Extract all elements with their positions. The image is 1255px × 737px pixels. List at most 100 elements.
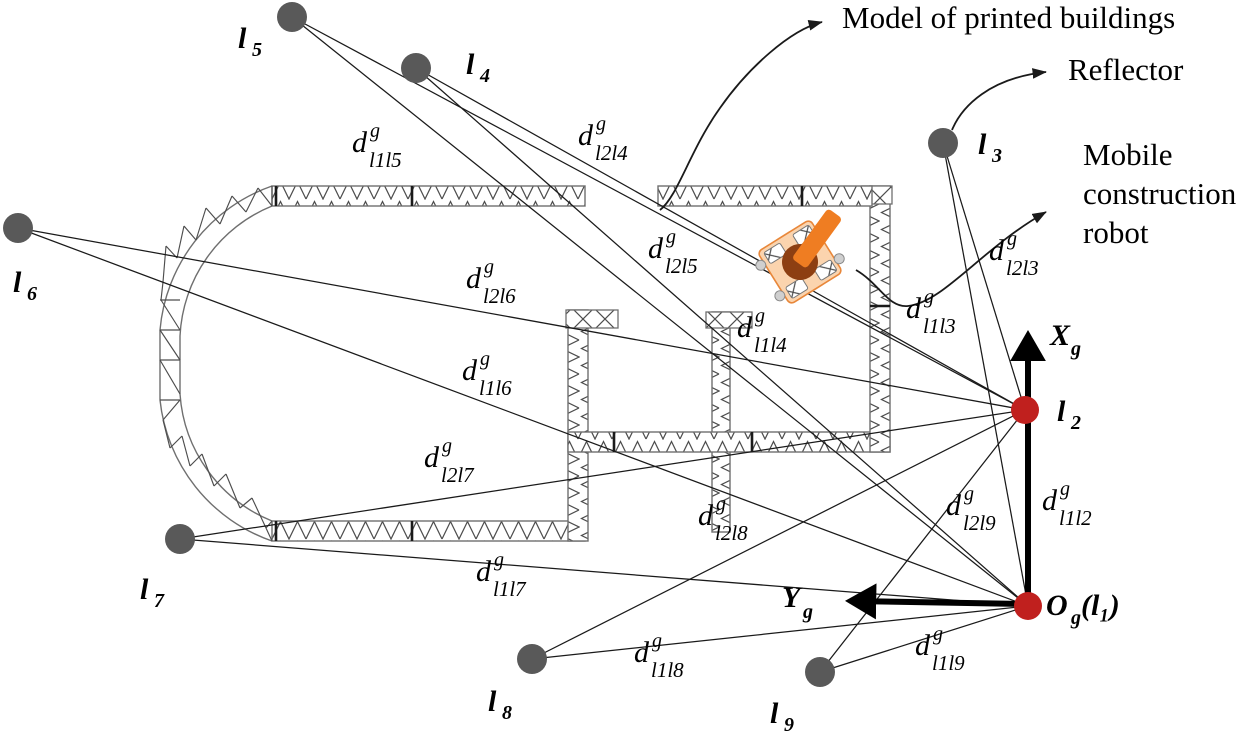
distance-label-d-l2l6: d g l2l6	[466, 256, 516, 308]
svg-text:l: l	[978, 128, 987, 161]
svg-text:g: g	[666, 226, 676, 248]
svg-text:4: 4	[479, 65, 490, 87]
wall-stiffeners-right	[612, 186, 890, 452]
distance-label-d-l2l4: d g l2l4	[578, 113, 628, 165]
svg-text:d: d	[424, 441, 440, 474]
svg-text:Y: Y	[782, 581, 803, 614]
sightline-l1-l7	[179, 538, 1029, 607]
svg-text:d: d	[989, 234, 1005, 267]
svg-text:g: g	[1070, 607, 1081, 629]
svg-text:g: g	[1060, 478, 1070, 500]
leader-mobile-robot	[855, 211, 1047, 307]
wall-node-partition	[705, 311, 753, 329]
wall-west-outer	[159, 185, 273, 542]
distance-label-d-l1l8: d g l1l8	[634, 630, 684, 682]
svg-text:l1l9: l1l9	[932, 651, 965, 675]
sightline-l1-l5	[291, 16, 1029, 607]
svg-text:d: d	[906, 292, 922, 325]
distance-label-d-l1l3: d g l1l3	[906, 286, 956, 338]
distance-label-d-l1l4: d g l1l4	[737, 305, 787, 357]
svg-text:d: d	[946, 489, 962, 522]
sightline-l2-l7	[179, 409, 1026, 540]
svg-text:l2l7: l2l7	[441, 463, 475, 487]
svg-text:g: g	[1007, 228, 1017, 250]
global-coordinate-frame	[845, 329, 1046, 620]
svg-text:d: d	[1042, 484, 1058, 517]
point-label-l2: l 2	[1057, 395, 1081, 434]
wall-node-center-left	[565, 309, 619, 329]
point-label-l9: l 9	[770, 697, 794, 736]
svg-text:d: d	[698, 499, 714, 532]
distance-label-d-l1l9: d g l1l9	[915, 623, 965, 675]
svg-text:g: g	[494, 549, 504, 571]
reflector-marker-l4[interactable]	[401, 53, 431, 83]
svg-text:7: 7	[154, 590, 165, 612]
svg-text:g: g	[652, 630, 662, 652]
svg-text:2: 2	[1070, 412, 1081, 434]
callout-label-mobile-robot-line3: robot	[1083, 215, 1149, 250]
wall-south-left	[271, 520, 586, 542]
robot-arm-group	[793, 209, 841, 268]
wall-north-right	[657, 185, 873, 207]
reflector-marker-l8[interactable]	[517, 644, 547, 674]
sightline-l1-l6	[17, 227, 1029, 607]
origin-marker-l2[interactable]	[1011, 396, 1039, 424]
reflector-markers	[3, 2, 958, 687]
sightline-l1-l8	[531, 605, 1029, 660]
reflector-marker-l9[interactable]	[805, 657, 835, 687]
svg-text:9: 9	[784, 714, 794, 736]
svg-text:g: g	[1070, 338, 1081, 360]
svg-text:5: 5	[252, 39, 262, 61]
svg-text:l: l	[1057, 395, 1066, 428]
sightline-l1-l4	[415, 67, 1029, 607]
svg-text:l1l4: l1l4	[754, 333, 787, 357]
wall-east	[869, 185, 891, 453]
distance-label-d-l2l7: d g l2l7	[424, 435, 475, 487]
svg-text:l2l4: l2l4	[595, 141, 628, 165]
svg-text:g: g	[716, 493, 726, 515]
svg-text:d: d	[634, 636, 650, 669]
svg-text:d: d	[578, 119, 594, 152]
distance-label-d-l1l6: d g l1l6	[462, 348, 512, 400]
svg-text:X: X	[1049, 319, 1071, 352]
svg-text:d: d	[466, 262, 482, 295]
svg-text:l2l3: l2l3	[1006, 256, 1039, 280]
svg-text:l: l	[238, 22, 247, 55]
svg-text:d: d	[737, 311, 753, 344]
callout-leaders	[659, 20, 1047, 307]
svg-text:l1l6: l1l6	[479, 376, 512, 400]
point-label-l3: l 3	[978, 128, 1002, 167]
svg-text:l1l5: l1l5	[369, 148, 402, 172]
reflector-marker-l5[interactable]	[277, 2, 307, 32]
building-center-rooms	[565, 185, 893, 542]
point-label-l4: l 4	[466, 48, 490, 87]
origin-markers	[1011, 396, 1042, 620]
svg-text:g: g	[484, 256, 494, 278]
svg-text:l: l	[140, 573, 149, 606]
svg-text:l2l6: l2l6	[483, 284, 516, 308]
distance-label-d-l2l3: d g l2l3	[989, 228, 1039, 280]
y-axis-arrow	[845, 583, 1029, 620]
svg-text:l: l	[770, 697, 779, 730]
svg-text:d: d	[352, 126, 368, 159]
svg-text:g: g	[964, 483, 974, 505]
origin-marker-og-l1[interactable]	[1014, 592, 1042, 620]
svg-text:l1l8: l1l8	[651, 658, 684, 682]
callout-label-mobile-robot-line2: construction	[1083, 176, 1237, 211]
reflector-marker-l6[interactable]	[3, 213, 33, 243]
svg-text:l2l5: l2l5	[665, 254, 698, 278]
reflector-marker-l7[interactable]	[165, 524, 195, 554]
svg-text:l2l9: l2l9	[963, 511, 996, 535]
distance-label-d-l1l7: d g l1l7	[476, 549, 527, 601]
distance-label-d-l2l8: d g l2l8	[698, 493, 748, 545]
svg-text:g: g	[442, 435, 452, 457]
origin-point-labels: l 2 O g (l₁)	[1046, 395, 1120, 629]
svg-text:l1l3: l1l3	[923, 314, 956, 338]
printed-buildings-model	[159, 185, 893, 542]
svg-text:l2l8: l2l8	[715, 521, 748, 545]
point-label-og-l1: O g (l₁)	[1046, 589, 1120, 629]
leader-reflector	[951, 68, 1047, 131]
reflector-marker-l3[interactable]	[928, 128, 958, 158]
